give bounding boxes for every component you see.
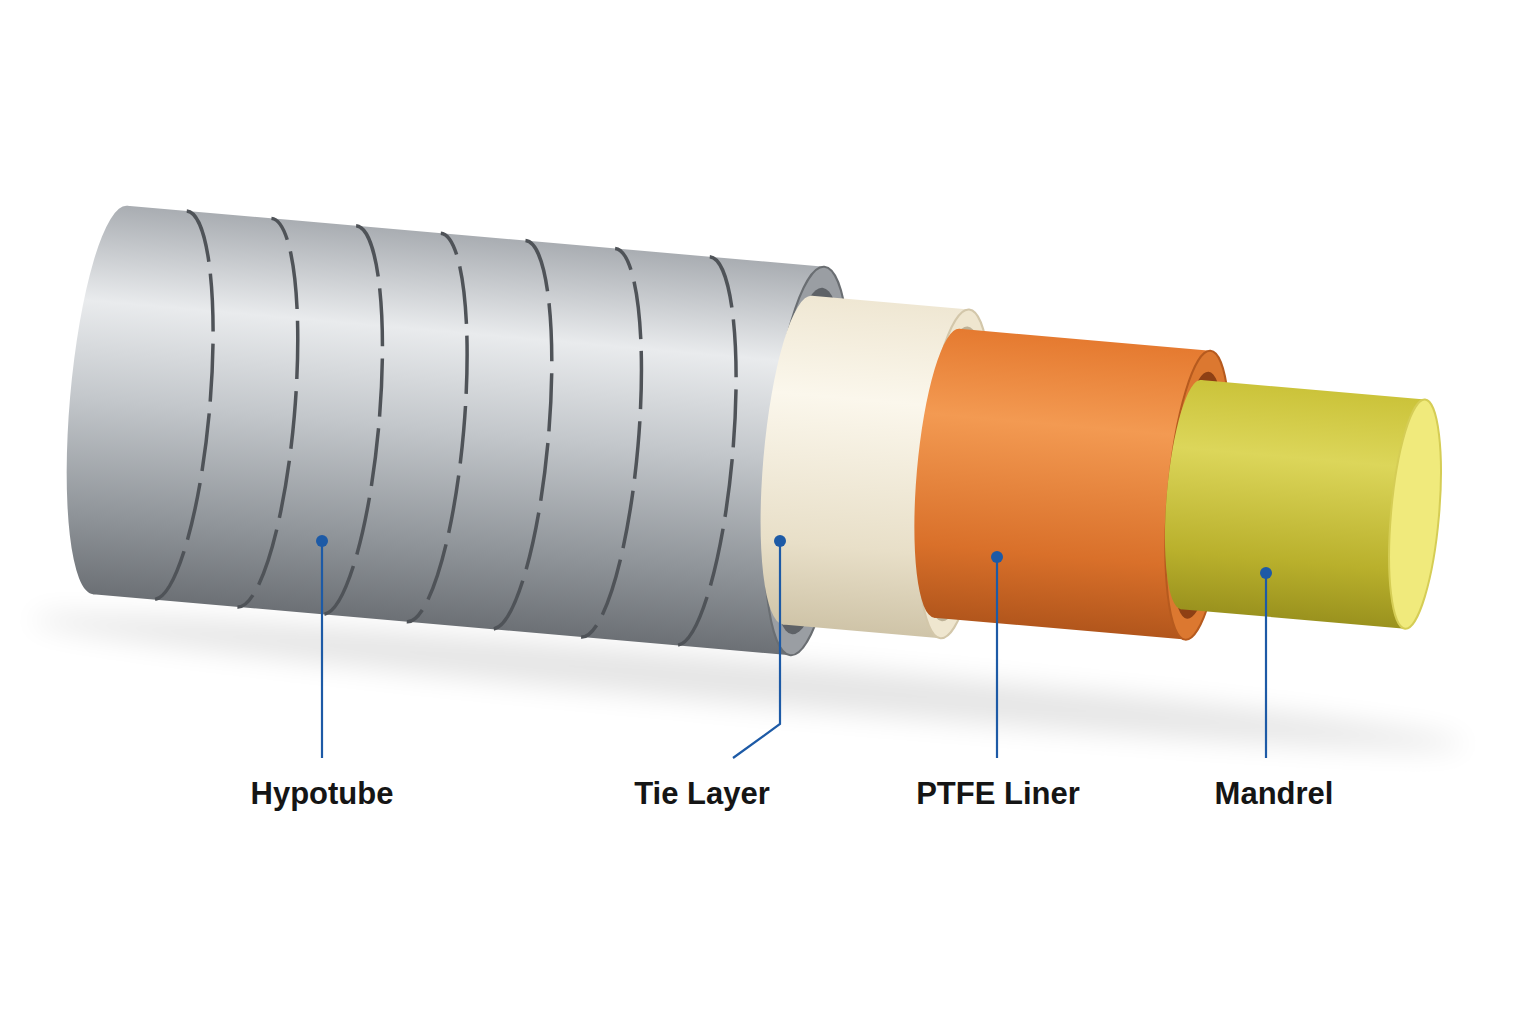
slot	[676, 257, 750, 649]
slot	[491, 241, 565, 633]
mandrel-face	[1381, 398, 1449, 631]
layered-tube	[29, 201, 1502, 767]
slot	[237, 218, 311, 610]
leader-dot	[1260, 567, 1272, 579]
leader-dot	[991, 551, 1003, 563]
slot	[407, 233, 481, 625]
leader-line	[733, 541, 780, 758]
leader-dot	[316, 535, 328, 547]
hypotube-slots	[153, 211, 750, 649]
hypotube-body	[93, 206, 824, 656]
slot	[153, 211, 227, 603]
leader-line	[321, 541, 323, 758]
leader-line	[996, 557, 998, 758]
leader-line	[1265, 573, 1267, 758]
slot	[581, 248, 655, 640]
part-label: Tie Layer	[634, 775, 770, 812]
leader-dots	[316, 535, 1272, 579]
part-label: Mandrel	[1215, 775, 1334, 812]
leader-lines	[322, 541, 1266, 758]
part-label: PTFE Liner	[916, 775, 1080, 812]
leader-dot	[774, 535, 786, 547]
slot	[322, 226, 396, 618]
part-label: Hypotube	[251, 775, 394, 812]
mandrel-body	[1181, 380, 1425, 629]
